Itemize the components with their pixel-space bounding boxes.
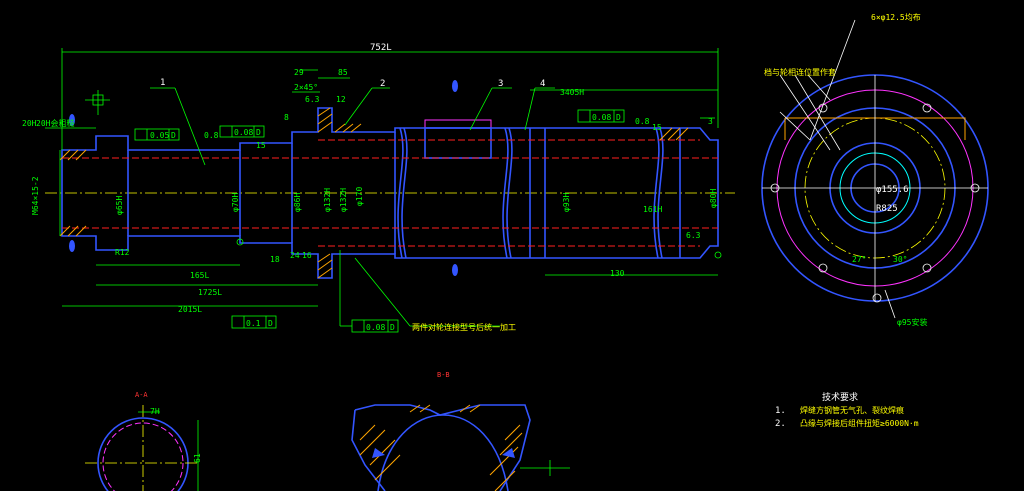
dimension-texts: 752L 1 2 3 4 29 85 2×45° 6.3 12 8 15 15 …: [22, 43, 718, 332]
rough-63: 6.3: [686, 231, 701, 240]
dim-3405: 3405H: [560, 88, 584, 97]
section-bb: B-B: [351, 371, 570, 491]
rough-08a: 0.8: [204, 131, 219, 140]
bottom-note: 两件对轮连接型号后统一加工: [412, 322, 516, 332]
tech-req-item-2-num: 2.: [775, 419, 786, 429]
dim-total-length: 752L: [370, 43, 392, 53]
dim-d132: φ132H: [323, 188, 332, 212]
dim-r825: R825: [876, 204, 898, 214]
dim-d65: φ65H: [115, 196, 124, 215]
tech-req-item-2: 凸缘与焊接后组件扭矩≥6000N·m: [800, 418, 919, 428]
dim-3: 3: [708, 117, 713, 126]
dim-130: 130: [610, 269, 625, 278]
dim-161: 161H: [643, 205, 662, 214]
tol-008c: 0.08: [366, 323, 385, 332]
rough-08b: 0.8: [635, 117, 650, 126]
holes-note: 6×φ12.5均布: [871, 12, 921, 22]
shaft-elevation: [45, 80, 735, 279]
dim-85: 85: [338, 68, 348, 77]
left-note: 20H会粗糙: [36, 118, 74, 128]
dim-1725: 1725L: [198, 288, 222, 297]
dim-d170: φ170: [355, 187, 364, 206]
tech-req-item-1-num: 1.: [775, 406, 786, 416]
section-aa-height: 61: [193, 453, 202, 463]
tol-008a: 0.08: [234, 128, 253, 137]
dim-d1556: φ155.6: [876, 185, 909, 195]
section-aa: A-A 7H 61: [85, 391, 202, 491]
dim-left-thread: M64×15-2: [31, 176, 40, 215]
tech-req-title: 技术要求: [822, 391, 858, 403]
datum-2: D: [256, 128, 261, 137]
section-aa-width: 7H: [150, 407, 160, 416]
dim-ang-30: 30°: [893, 255, 907, 264]
part-label-4: 4: [540, 79, 545, 89]
part-label-2: 2: [380, 79, 385, 89]
dim-6-3: 6.3: [305, 95, 320, 104]
tech-requirements: 技术要求 1. 焊缝方钢管无气孔、裂纹焊痕 2. 凸缘与焊接后组件扭矩≥6000…: [775, 391, 919, 429]
section-aa-title: A-A: [135, 391, 148, 399]
dim-d86: φ86H: [293, 193, 302, 212]
part-label-1: 1: [160, 78, 165, 88]
dim-d95: φ95安装: [897, 317, 927, 327]
dim-165: 165L: [190, 271, 209, 280]
dim-chamfer: 2×45°: [294, 83, 318, 92]
part-label-3: 3: [498, 79, 503, 89]
dim-ang-27: 27°: [852, 255, 866, 264]
dimension-lines: [45, 48, 722, 333]
dim-15a: 15: [256, 141, 266, 150]
tol-008b: 0.08: [592, 113, 611, 122]
dim-29: 29: [294, 68, 304, 77]
dim-2015: 2015L: [178, 305, 202, 314]
section-marker-icon: [69, 114, 75, 126]
dim-24: 24: [290, 251, 300, 260]
dim-left-len: 20H: [22, 119, 37, 128]
section-bb-title: B-B: [437, 371, 450, 379]
tol-01: 0.1: [246, 319, 261, 328]
tech-req-item-1: 焊缝方钢管无气孔、裂纹焊痕: [800, 405, 904, 415]
tol-005: 0.05: [150, 131, 169, 140]
datum-3: D: [616, 113, 621, 122]
dim-d1324: φ132H: [339, 188, 348, 212]
side-view: 6×φ12.5均布 档与轮相连位置作套 φ155.6 R825 27° 30° …: [761, 12, 989, 327]
pos-note: 档与轮相连位置作套: [764, 67, 836, 77]
dim-15b: 15: [652, 123, 662, 132]
datum-4: D: [268, 319, 273, 328]
dim-8: 8: [284, 113, 289, 122]
dim-d93: φ93H: [562, 193, 571, 212]
section-marker-icon: [69, 240, 75, 252]
dim-r12: R12: [115, 248, 130, 257]
datum-5: D: [390, 323, 395, 332]
dim-16: 16: [302, 251, 312, 260]
section-marker-icon: [452, 80, 458, 92]
dim-12: 12: [336, 95, 346, 104]
section-marker-icon: [452, 264, 458, 276]
dim-18: 18: [270, 255, 280, 264]
dim-d80: φ80H: [709, 189, 718, 208]
dim-d70: φ70H: [231, 193, 240, 212]
datum-1: D: [171, 131, 176, 140]
